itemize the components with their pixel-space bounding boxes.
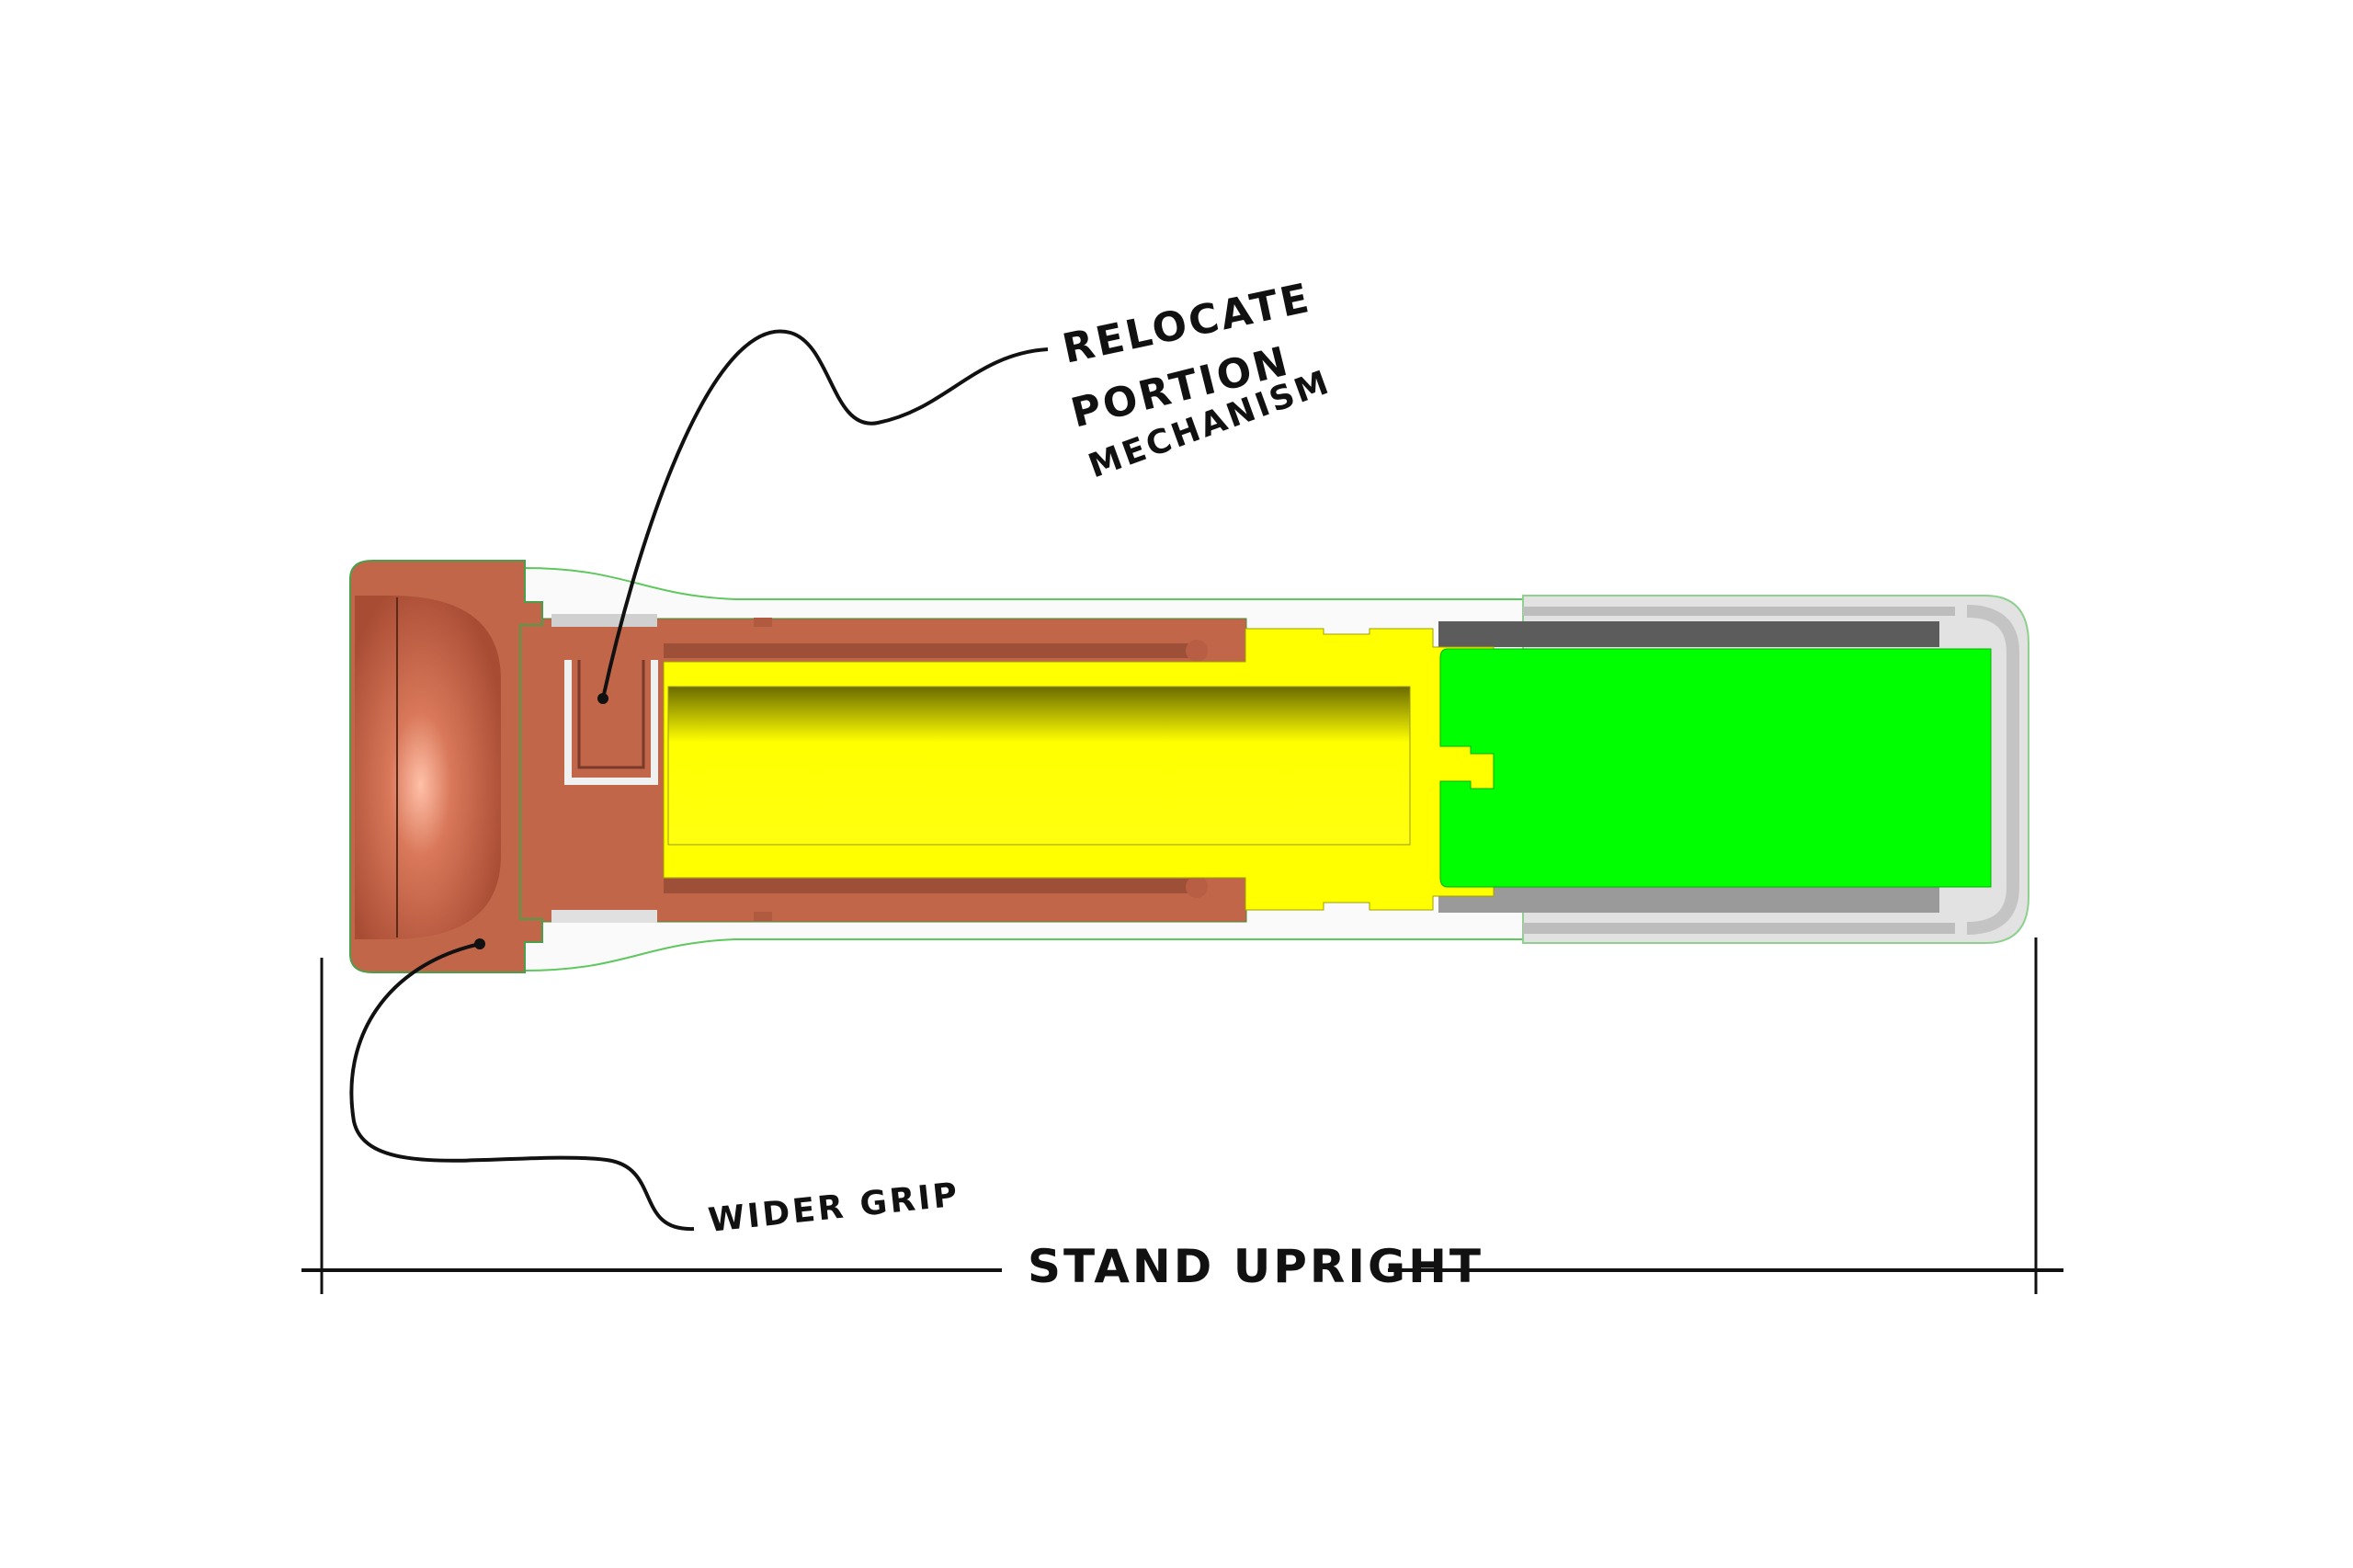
- grip-leader-line: [349, 942, 695, 1232]
- grip-cap: [349, 560, 543, 973]
- grip-label: Wider Grip: [707, 1176, 962, 1240]
- insert-cartridge: [1439, 648, 1992, 888]
- dimension-line: [301, 937, 2063, 1294]
- relocate-leader-dot: [597, 693, 608, 704]
- dimension-label: Stand Upright: [1028, 1240, 1483, 1293]
- relocate-leader-line: [601, 329, 1049, 699]
- portion-mechanism: [663, 628, 1495, 911]
- grip-leader-dot: [474, 938, 485, 949]
